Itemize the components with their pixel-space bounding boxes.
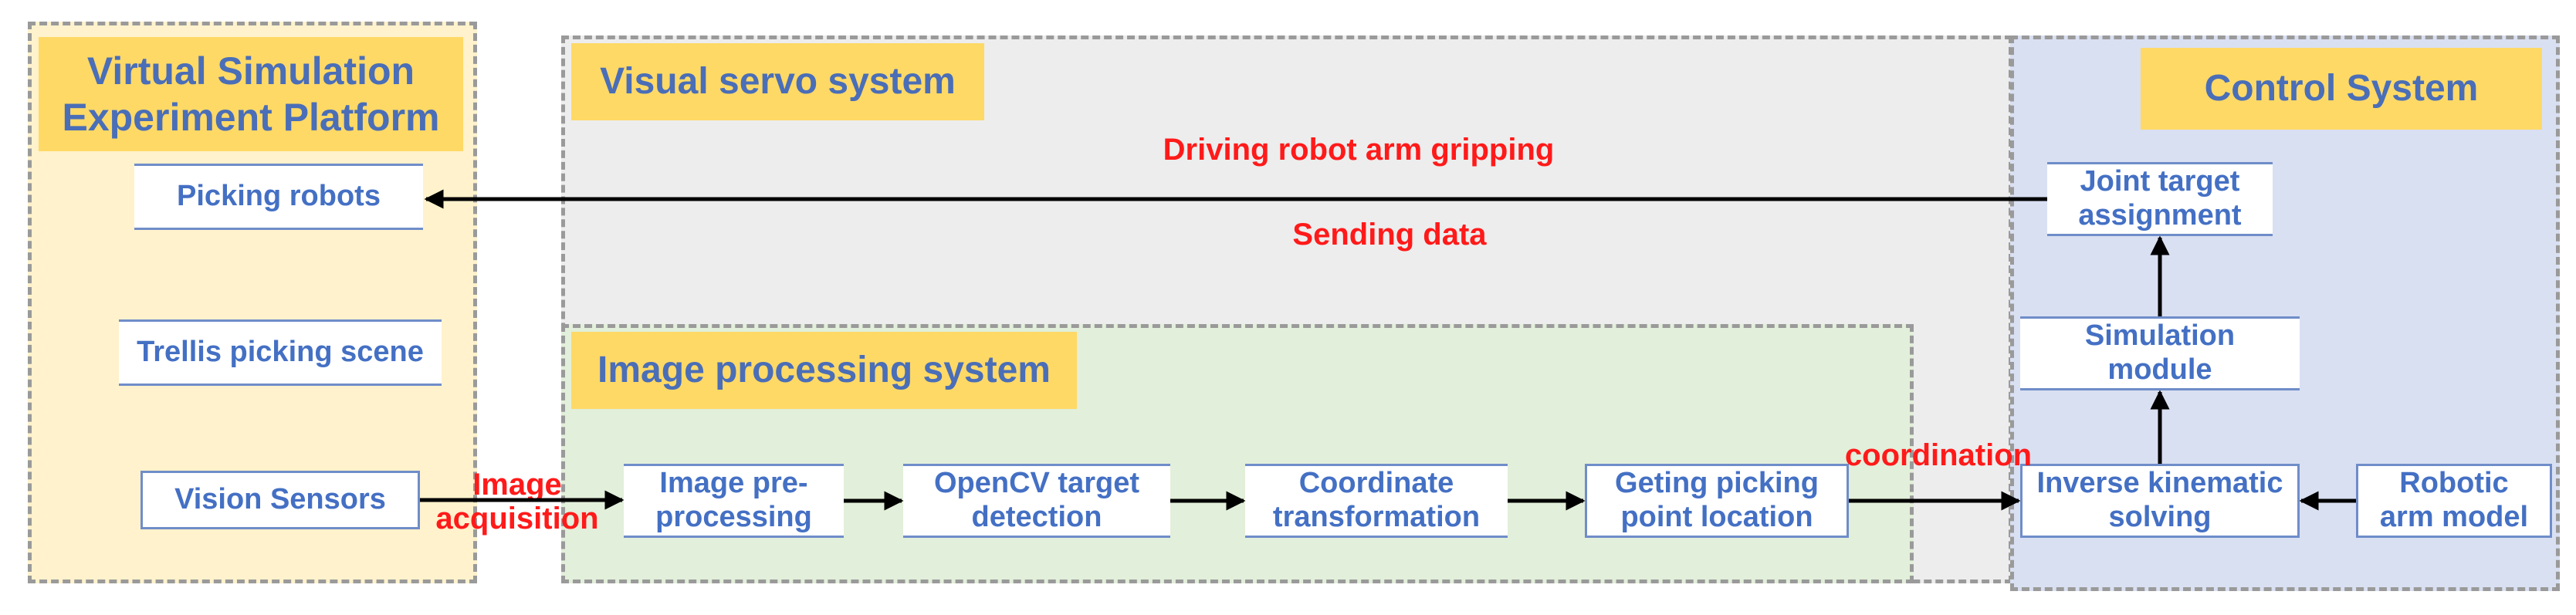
visual-servo-title: Visual servo system: [571, 43, 984, 120]
opencv-detection-box: OpenCV target detection: [903, 464, 1170, 538]
simulation-module-box: Simulation module: [2020, 316, 2300, 390]
robotic-arm-model-box: Robotic arm model: [2356, 464, 2552, 538]
joint-target-assignment-box: Joint target assignment: [2047, 162, 2273, 236]
control-system-title: Control System: [2141, 48, 2542, 130]
trellis-picking-scene-box: Trellis picking scene: [119, 319, 442, 386]
picking-robots-box: Picking robots: [134, 164, 423, 230]
inverse-kinematic-box: Inverse kinematic solving: [2020, 464, 2300, 538]
coordinate-transformation-box: Coordinate transformation: [1245, 464, 1508, 538]
vision-sensors-box: Vision Sensors: [140, 471, 420, 529]
image-acquisition-label: Image acquisition: [435, 468, 599, 536]
image-preprocessing-box: Image pre- processing: [624, 464, 844, 538]
picking-point-location-box: Geting picking point location: [1585, 464, 1849, 538]
coordination-label: coordination: [1844, 438, 2033, 472]
driving-arm-label: Driving robot arm gripping: [1163, 133, 1555, 167]
sending-data-label: Sending data: [1292, 218, 1487, 252]
virtual-platform-title: Virtual Simulation Experiment Platform: [39, 37, 463, 151]
image-processing-title: Image processing system: [571, 332, 1077, 409]
